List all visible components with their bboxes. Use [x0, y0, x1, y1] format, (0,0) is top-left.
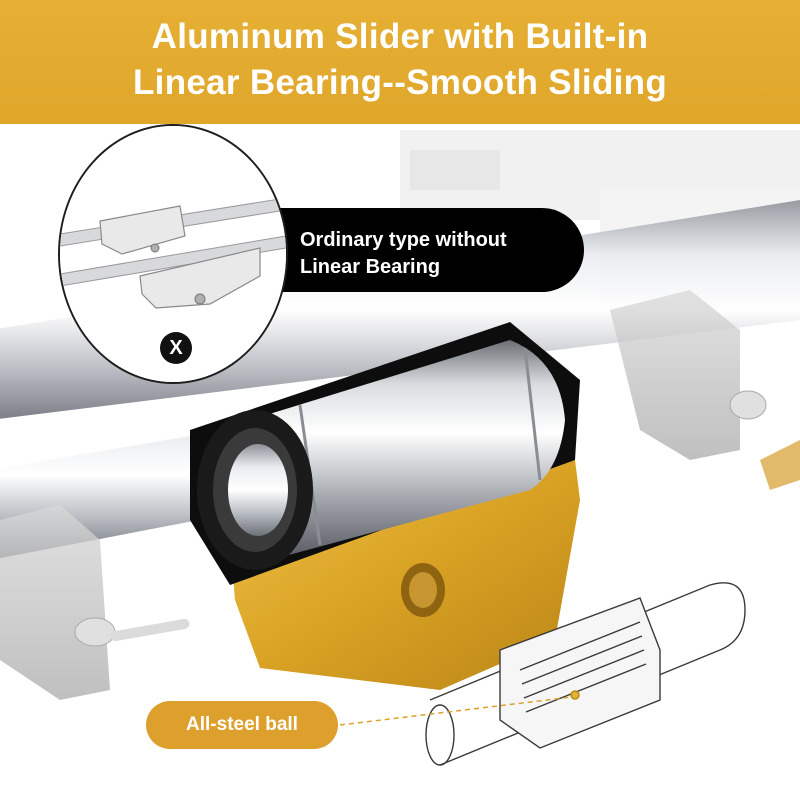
close-icon: X — [160, 332, 192, 364]
comparison-label-pill — [232, 208, 584, 292]
banner-title-line1: Aluminum Slider with Built-in — [151, 17, 649, 56]
ordinary-slider-photo — [60, 126, 286, 382]
steel-ball-label-pill — [146, 701, 338, 749]
comparison-label-line1: Ordinary type without — [300, 229, 507, 251]
banner-title-line2: Linear Bearing--Smooth Sliding — [132, 63, 668, 102]
comparison-label-line2: Linear Bearing — [300, 256, 441, 278]
comparison-label: Ordinary type without Linear Bearing — [300, 227, 580, 281]
leader-line — [339, 696, 573, 726]
right-clamp — [610, 290, 800, 490]
aluminum-slider-body — [230, 460, 580, 690]
title-banner: Aluminum Slider with Built-in Linear Bea… — [0, 0, 800, 124]
left-clamp — [0, 505, 190, 700]
banner-title: Aluminum Slider with Built-in Linear Bea… — [0, 14, 800, 106]
bearing-diagram — [425, 582, 746, 766]
steel-ball-label: All-steel ball — [186, 714, 298, 735]
linear-bearing — [197, 340, 565, 570]
